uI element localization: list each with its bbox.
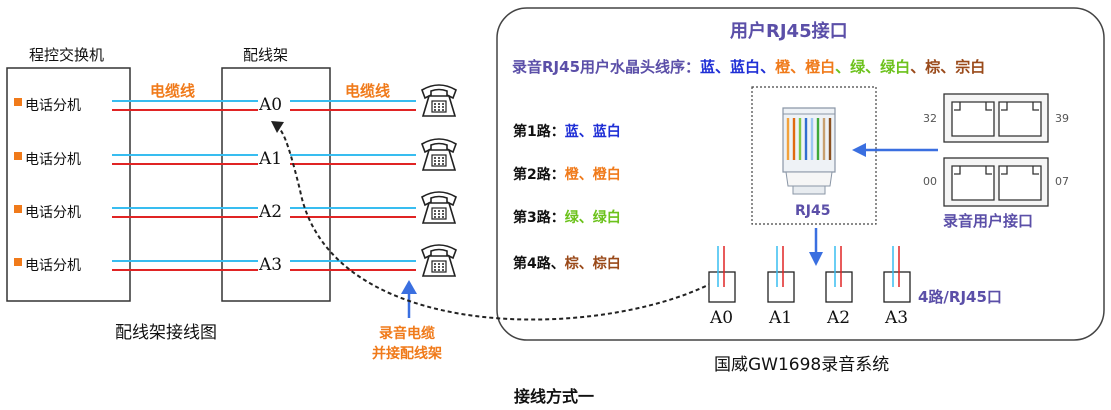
wire-sequence-item: 橙白	[805, 58, 836, 76]
device-port-a0: A0	[710, 308, 734, 328]
wire-sequence-item: 、	[865, 58, 881, 76]
wire-sequence-item: 橙	[775, 58, 791, 76]
cable-row-3	[112, 260, 416, 271]
cable-row-1	[112, 154, 416, 165]
frame-title: 配线架	[243, 46, 289, 64]
route-4: 第4路、棕、棕白	[513, 253, 621, 273]
left-caption: 配线架接线图	[115, 323, 217, 343]
ext-label: 电话分机	[25, 258, 81, 274]
ext-label: 电话分机	[25, 152, 81, 168]
recording-cable-arrow	[401, 280, 417, 318]
port-number-00: 00	[923, 175, 937, 188]
wire-sequence-item: 绿白	[880, 58, 911, 76]
device-port-a3: A3	[885, 308, 909, 328]
user-port-label: 录音用户接口	[943, 212, 1034, 230]
rj45-panel-title: 用户RJ45接口	[730, 21, 848, 42]
wire-sequence-item: 、	[940, 58, 956, 76]
cable-label-right: 电缆线	[345, 82, 391, 100]
wire-sequence-item: 、	[760, 58, 776, 76]
ext-marker	[14, 258, 22, 266]
rj45-plug-icon	[782, 107, 836, 195]
route-colors: 橙、橙白	[564, 167, 621, 183]
recording-cable-label-1: 录音电缆	[379, 326, 435, 342]
rj45-label: RJ45	[795, 203, 831, 219]
recording-cable-label-2: 并接配线架	[372, 346, 442, 362]
wire-sequence-item: 蓝	[700, 58, 716, 76]
frame-port-a3: A3	[259, 255, 283, 275]
wire-sequence-item: 、	[910, 58, 926, 76]
port-number-32: 32	[923, 112, 937, 125]
route-colors: 蓝、蓝白	[564, 124, 621, 140]
footer-title: 接线方式一	[514, 387, 595, 406]
wire-sequence-item: 绿	[850, 58, 866, 76]
telephone-icon	[421, 244, 457, 277]
port-number-39: 39	[1055, 112, 1069, 125]
route-3: 第3路：绿、绿白	[513, 207, 621, 227]
wire-sequence-items: 蓝、蓝白、橙、橙白、绿、绿白、棕、宗白	[700, 58, 985, 76]
connection-arrowhead	[271, 121, 284, 133]
telephone-icon	[421, 84, 457, 117]
port-group-label: 4路/RJ45口	[918, 288, 1002, 306]
ext-label: 电话分机	[25, 205, 81, 221]
rj45-box	[751, 86, 877, 225]
route-prefix: 第4路、	[513, 256, 565, 272]
port-box-a2	[825, 246, 853, 303]
frame-box	[221, 67, 331, 302]
port-box-a1	[767, 246, 795, 303]
route-colors: 棕、棕白	[564, 256, 621, 272]
wire-sequence: 录音RJ45用户水晶头线序：蓝、蓝白、橙、橙白、绿、绿白、棕、宗白	[512, 56, 985, 77]
cable-row-2	[112, 207, 416, 218]
route-prefix: 第1路：	[513, 124, 565, 140]
wire-sequence-prefix: 录音RJ45用户水晶头线序：	[512, 58, 701, 76]
wire-sequence-item: 棕	[925, 58, 941, 76]
cable-row-0	[112, 100, 416, 111]
frame-port-a2: A2	[259, 202, 283, 222]
telephone-icon	[421, 191, 457, 224]
ext-marker	[14, 152, 22, 160]
switch-box	[6, 67, 131, 302]
port-number-07: 07	[1055, 175, 1069, 188]
ext-marker	[14, 205, 22, 213]
ext-label: 电话分机	[25, 98, 81, 114]
device-port-a1: A1	[769, 308, 793, 328]
cable-label-left: 电缆线	[150, 82, 196, 100]
route-prefix: 第3路：	[513, 210, 565, 226]
wire-sequence-item: 蓝白	[730, 58, 761, 76]
wire-sequence-item: 、	[835, 58, 851, 76]
device-port-a2: A2	[827, 308, 851, 328]
port-box-a3	[883, 246, 911, 303]
down-arrow	[809, 228, 823, 266]
port-box-a0	[708, 246, 736, 303]
wire-sequence-item: 、	[715, 58, 731, 76]
route-colors: 绿、绿白	[564, 210, 621, 226]
switch-title: 程控交换机	[29, 46, 105, 64]
wire-sequence-item: 宗白	[955, 58, 986, 76]
telephone-icon	[421, 138, 457, 171]
route-2: 第2路：橙、橙白	[513, 164, 621, 184]
user-jack-group-top	[943, 93, 1049, 143]
route-prefix: 第2路：	[513, 167, 565, 183]
frame-port-a0: A0	[259, 95, 283, 115]
connection-curve	[278, 127, 713, 321]
system-caption: 国威GW1698录音系统	[714, 355, 890, 375]
wire-sequence-item: 、	[790, 58, 806, 76]
route-1: 第1路：蓝、蓝白	[513, 121, 621, 141]
frame-port-a1: A1	[259, 149, 283, 169]
user-jack-group-bottom	[943, 157, 1049, 207]
ext-marker	[14, 98, 22, 106]
to-plug-arrow	[852, 143, 938, 157]
